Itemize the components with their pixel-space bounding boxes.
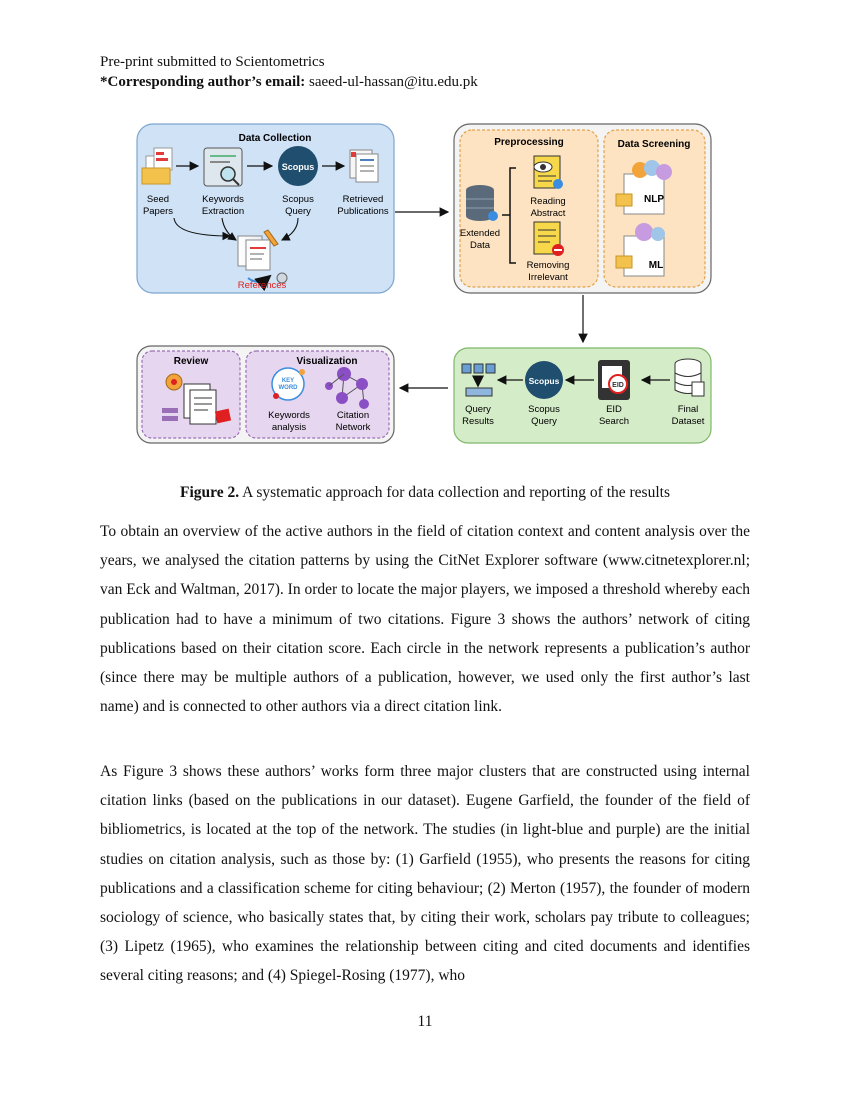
eid-search-icon: EID: [598, 360, 630, 400]
scopus-logo-text-2: Scopus: [529, 376, 560, 386]
removing-irrelevant-icon: [533, 221, 564, 256]
data-collection-panel: Data Collection Seed Papers Keywords Ext…: [136, 123, 395, 294]
references-label: References: [238, 280, 287, 291]
nlp-icon: [615, 160, 672, 215]
references-icon: [237, 229, 288, 292]
body-paragraph-1: To obtain an overview of the active auth…: [100, 523, 750, 716]
keywords-analysis-label-1: Keywords: [268, 410, 310, 421]
reading-abstract-icon: [533, 155, 563, 189]
retrieved-publications-label-2: Publications: [337, 206, 388, 217]
final-dataset-label-2: Dataset: [672, 416, 705, 427]
data-screening-title: Data Screening: [618, 139, 691, 150]
seed-papers-icon: [141, 147, 173, 185]
figure-label: Figure 2.: [180, 484, 240, 501]
removing-irrelevant-label-1: Removing: [527, 260, 570, 271]
keywords-analysis-icon: KEY WORD: [271, 367, 305, 401]
running-header: Pre-print submitted to Scientometrics: [100, 54, 325, 70]
keywords-analysis-label-2: analysis: [272, 422, 307, 433]
data-collection-title: Data Collection: [239, 133, 312, 144]
keywords-extraction-label-2: Extraction: [202, 206, 244, 217]
keyword-badge-2: WORD: [279, 385, 299, 391]
corresponding-author-line: *Corresponding author’s email: saeed-ul-…: [100, 72, 478, 92]
author-email: saeed-ul-hassan@itu.edu.pk: [309, 74, 478, 90]
nlp-label: NLP: [644, 194, 664, 205]
citation-network-label-2: Network: [336, 422, 371, 433]
final-dataset-icon: [674, 358, 705, 397]
query-results-label-1: Query: [465, 404, 491, 415]
preprocessing-title: Preprocessing: [494, 137, 563, 148]
keywords-extraction-icon: [203, 147, 243, 187]
seed-papers-label-2: Papers: [143, 206, 173, 217]
figure-caption: Figure 2. A systematic approach for data…: [100, 484, 750, 502]
body-paragraph-2: As Figure 3 shows these authors’ works f…: [100, 763, 750, 985]
ml-label: ML: [649, 260, 663, 271]
scopus-query-label-1: Scopus: [282, 194, 314, 205]
keyword-badge-1: KEY: [282, 378, 294, 384]
query-results-label-2: Results: [462, 416, 494, 427]
reading-abstract-label-1: Reading: [530, 196, 565, 207]
citation-network-label-1: Citation: [337, 410, 369, 421]
scopus-query-label-4: Query: [531, 416, 557, 427]
removing-irrelevant-label-2: Irrelevant: [528, 272, 568, 283]
figure-caption-text: A systematic approach for data collectio…: [239, 484, 670, 501]
scopus-logo-text: Scopus: [282, 162, 315, 172]
extended-data-label-2: Data: [470, 240, 491, 251]
citation-network-icon: [325, 367, 369, 409]
email-label: *Corresponding author’s email:: [100, 74, 306, 90]
preprocessing-screening-panel: Preprocessing Data Screening Extended Da…: [453, 123, 712, 294]
final-dataset-label-1: Final: [678, 404, 699, 415]
extended-data-label-1: Extended: [460, 228, 500, 239]
review-visualization-panel: Review Visualization KEY WORD Keywords a…: [136, 345, 395, 444]
ml-icon: [615, 223, 665, 277]
search-panel: Final Dataset EID EID Search Scopus Scop…: [453, 347, 712, 444]
scopus-query-icon: Scopus: [525, 361, 563, 399]
figure-2-diagram: Data Collection Seed Papers Keywords Ext…: [136, 123, 712, 444]
visualization-title: Visualization: [297, 356, 358, 367]
review-icon: [162, 373, 232, 425]
page-number: 11: [417, 1013, 433, 1030]
query-results-icon: [461, 363, 496, 397]
database-icon: [466, 185, 498, 221]
scopus-query-label-3: Scopus: [528, 404, 560, 415]
reading-abstract-label-2: Abstract: [531, 208, 566, 219]
scopus-logo-icon: Scopus: [278, 146, 318, 186]
retrieved-publications-icon: [349, 149, 379, 183]
seed-papers-label-1: Seed: [147, 194, 169, 205]
review-title: Review: [174, 356, 209, 367]
eid-search-label-1: EID: [606, 404, 622, 415]
scopus-query-label-2: Query: [285, 206, 311, 217]
eid-search-label-2: Search: [599, 416, 629, 427]
keywords-extraction-label-1: Keywords: [202, 194, 244, 205]
eid-badge: EID: [612, 382, 624, 389]
retrieved-publications-label-1: Retrieved: [343, 194, 384, 205]
